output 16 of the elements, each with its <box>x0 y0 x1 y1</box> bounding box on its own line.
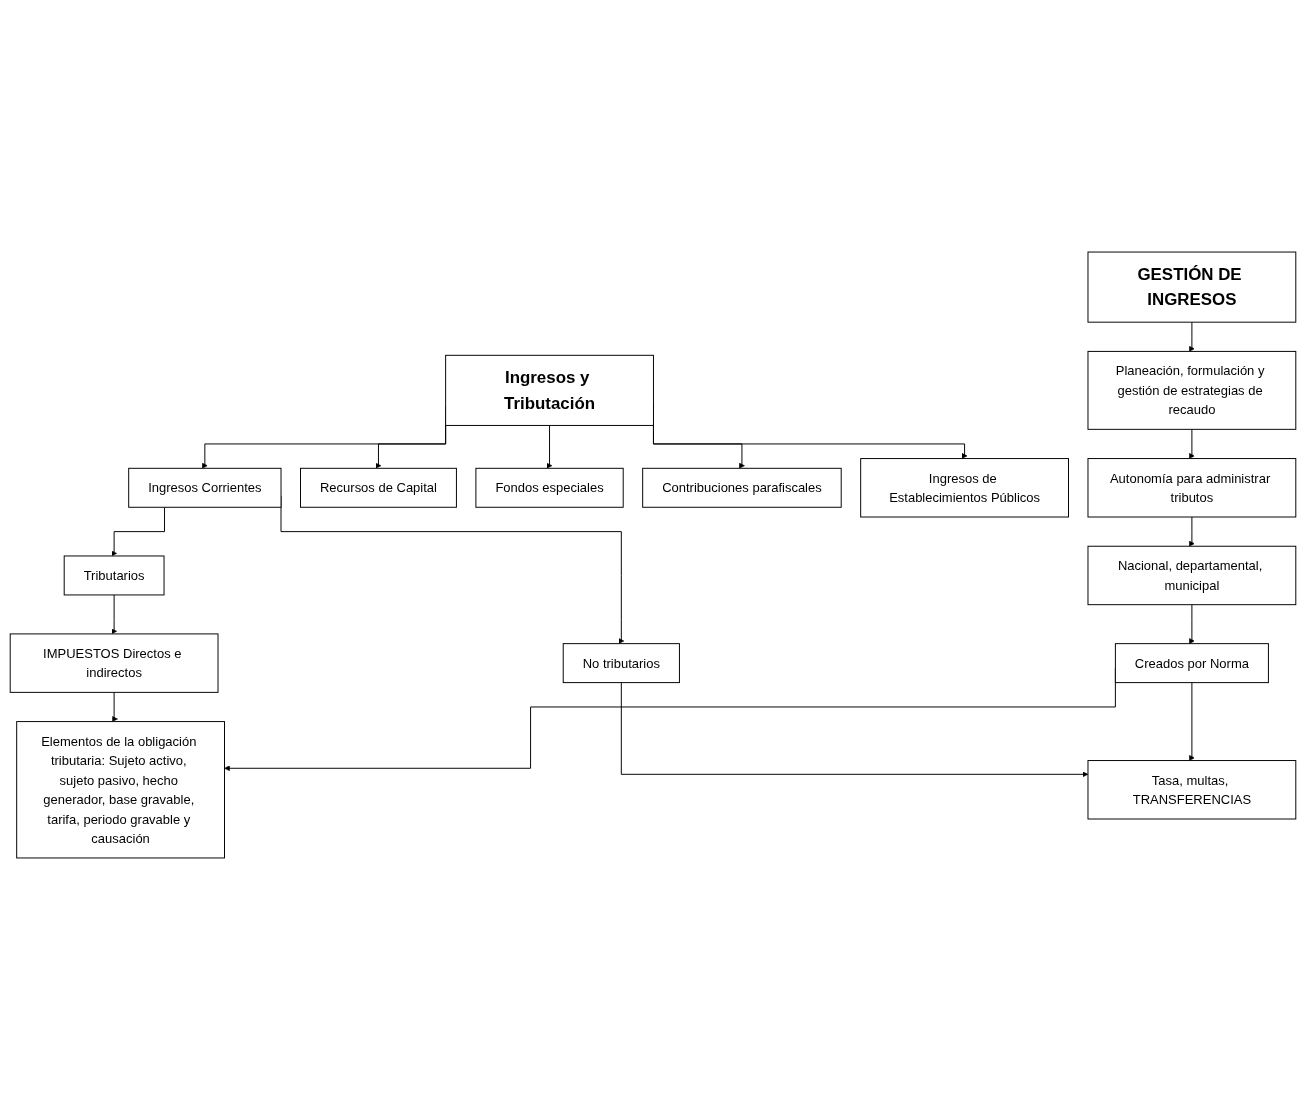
node-box: Autonomía para administrar tributos <box>1087 458 1297 518</box>
node-box: Elementos de la obligación tributaria: Sujeto activo, sujeto pasivo, hecho generador, base gravable, tarifa, periodo gravable y causación <box>16 721 225 859</box>
node-box: Fondos especiales <box>475 467 624 508</box>
node-box: Contribuciones parafiscales <box>642 467 842 508</box>
node-box: Ingresos Corrientes <box>128 467 282 508</box>
node-box: Creados por Norma <box>1114 643 1269 684</box>
node-box: Recursos de Capital <box>300 467 457 508</box>
node-box: Tributarios <box>63 555 165 596</box>
node-box: No tributarios <box>562 643 680 684</box>
node-box: Ingresos de Establecimientos Públicos <box>860 458 1069 518</box>
node-box: IMPUESTOS Directos e indirectos <box>9 633 219 693</box>
node-box: Nacional, departamental, municipal <box>1087 545 1297 606</box>
node-box: Ingresos y Tributación <box>445 354 654 426</box>
node-box: Planeación, formulación y gestión de estrategias de recaudo <box>1087 350 1297 430</box>
node-box: GESTIÓN DE INGRESOS <box>1087 251 1297 323</box>
node-box: Tasa, multas, TRANSFERENCIAS <box>1087 760 1297 820</box>
